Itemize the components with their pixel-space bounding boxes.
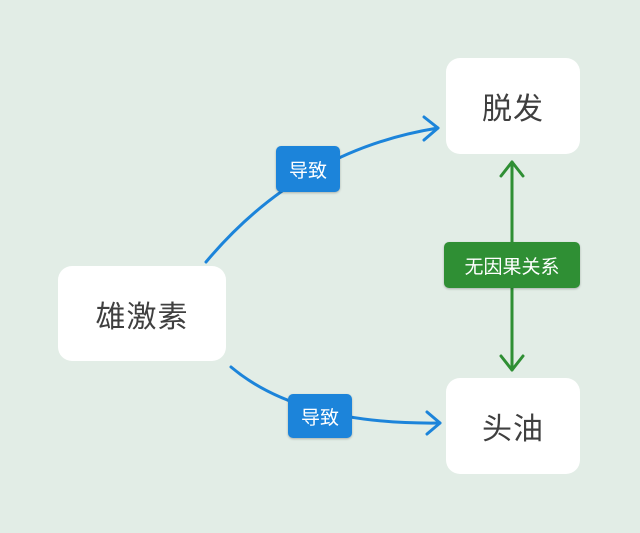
edge-label-cause-hair-loss: 导致 (276, 146, 340, 192)
arrowhead-oil (425, 410, 442, 436)
arrowhead-down (499, 354, 525, 372)
node-oily-hair: 头油 (446, 378, 580, 474)
arrowhead-up (499, 160, 525, 178)
arrowhead-hairloss (422, 115, 440, 142)
edge-label-cause-oily-hair: 导致 (288, 394, 352, 438)
node-hair-loss: 脱发 (446, 58, 580, 154)
node-androgen: 雄激素 (58, 266, 226, 361)
edge-label-no-causal: 无因果关系 (444, 242, 580, 288)
